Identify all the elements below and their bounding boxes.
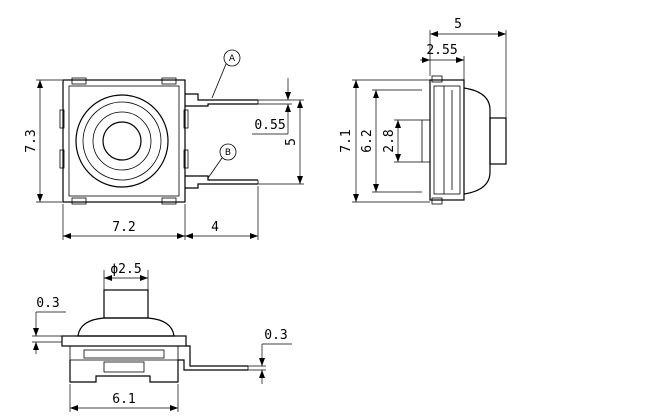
- dim-left-thickness-label: 0.3: [36, 296, 59, 311]
- top-notch-r2: [183, 149, 189, 169]
- dim-055-arrow-bottom: [285, 104, 291, 112]
- dim-28-arrow-bottom: [395, 154, 401, 162]
- lead-b-callout-circle: [219, 143, 237, 161]
- side-tab-top: [431, 75, 443, 83]
- side-body-outline: [429, 79, 465, 201]
- dim-phi-arrow-left: [104, 275, 112, 281]
- front-body-top: [61, 335, 187, 347]
- front-view: ϕ2.5 0.3 0.3 6.1: [32, 262, 292, 412]
- top-body-inner: [68, 85, 180, 197]
- front-body-inner: [83, 349, 165, 359]
- dim-255-arrow-left: [422, 57, 430, 63]
- front-lead-top: [186, 345, 248, 367]
- dim-73-arrow-top: [37, 80, 43, 88]
- lead-b-top-edge: [185, 175, 258, 181]
- dim-61-arrow-right: [170, 405, 178, 411]
- top-actuator: [102, 121, 142, 161]
- dim-lead-width-label: 0.55: [254, 118, 285, 133]
- dim-71-arrow-top: [353, 80, 359, 88]
- dim-l03-arrow-bottom: [33, 342, 39, 350]
- side-view: 5 2.55 7.1 6.2 2.8: [339, 17, 507, 205]
- dim-l03-arrow-top: [33, 328, 39, 336]
- top-ring-2: [82, 101, 162, 181]
- side-body-inner: [433, 85, 461, 195]
- top-body-outline: [62, 79, 186, 203]
- front-actuator: [103, 289, 149, 319]
- top-tab-tr: [161, 77, 177, 85]
- front-base-slot: [103, 361, 145, 373]
- dim-right-thickness-label: 0.3: [264, 328, 287, 343]
- dim-5-arrow-top: [297, 100, 303, 108]
- dim-height-label: 7.3: [24, 129, 39, 152]
- top-tab-bl: [71, 197, 87, 205]
- dim-28-arrow-top: [395, 120, 401, 128]
- top-notch-l1: [59, 109, 65, 129]
- top-ring-3: [92, 111, 152, 171]
- side-step: [421, 119, 430, 163]
- lead-b-bottom-edge: [185, 183, 258, 189]
- dim-62-arrow-bottom: [373, 184, 379, 192]
- lead-a-bottom-edge: [185, 103, 258, 107]
- lead-a-top-edge: [185, 93, 258, 101]
- dim-5-arrow-bottom: [297, 176, 303, 184]
- dim-62-arrow-top: [373, 90, 379, 98]
- dim-lead-length-label: 4: [211, 220, 219, 235]
- front-body-mid: [69, 345, 179, 361]
- top-ring-outer: [75, 94, 169, 188]
- dim-4-arrow-right: [250, 233, 258, 239]
- lead-b-leader: [207, 157, 223, 179]
- lead-a-leader: [211, 63, 227, 99]
- front-base: [69, 360, 179, 383]
- dim-s5-arrow-left: [430, 31, 438, 37]
- side-actuator: [489, 117, 507, 165]
- side-dome: [463, 87, 491, 195]
- dim-255-arrow-right: [456, 57, 464, 63]
- lead-b-label: B: [225, 148, 231, 158]
- top-view: A B 7.3 7.2 4 0.55: [24, 49, 304, 240]
- dim-r03-arrow-top: [259, 358, 265, 366]
- dim-s5-arrow-right: [498, 31, 506, 37]
- dim-inner-width-label: 2.55: [426, 43, 457, 58]
- top-notch-r1: [183, 109, 189, 129]
- dim-height-inner-label: 6.2: [360, 129, 375, 152]
- dim-61-arrow-left: [70, 405, 78, 411]
- top-tab-br: [161, 197, 177, 205]
- dim-height-small-label: 2.8: [382, 129, 397, 152]
- lead-a-callout-circle: [223, 49, 241, 67]
- dim-71-arrow-bottom: [353, 194, 359, 202]
- dim-phi-arrow-right: [140, 275, 148, 281]
- top-notch-l2: [59, 149, 65, 169]
- lead-a-label: A: [229, 54, 236, 64]
- dim-body-width-label: 7.2: [112, 220, 135, 235]
- dim-055-arrow-top: [285, 92, 291, 100]
- dim-actuator-diameter-label: ϕ2.5: [110, 262, 141, 277]
- front-dome: [77, 317, 175, 337]
- dim-height-outer-label: 7.1: [339, 129, 354, 152]
- dim-base-width-label: 6.1: [112, 392, 135, 407]
- dim-73-arrow-bottom: [37, 194, 43, 202]
- dim-r03-arrow-bottom: [259, 370, 265, 378]
- dim-total-width-label: 5: [454, 17, 462, 32]
- dim-72-arrow-left: [63, 233, 71, 239]
- dim-72-arrow-right: [177, 233, 185, 239]
- dim-4-arrow-left: [185, 233, 193, 239]
- front-lead-bottom: [178, 359, 248, 371]
- top-tab-tl: [71, 77, 87, 85]
- side-tab-bottom: [431, 197, 443, 205]
- dim-lead-pitch-label: 5: [284, 138, 299, 146]
